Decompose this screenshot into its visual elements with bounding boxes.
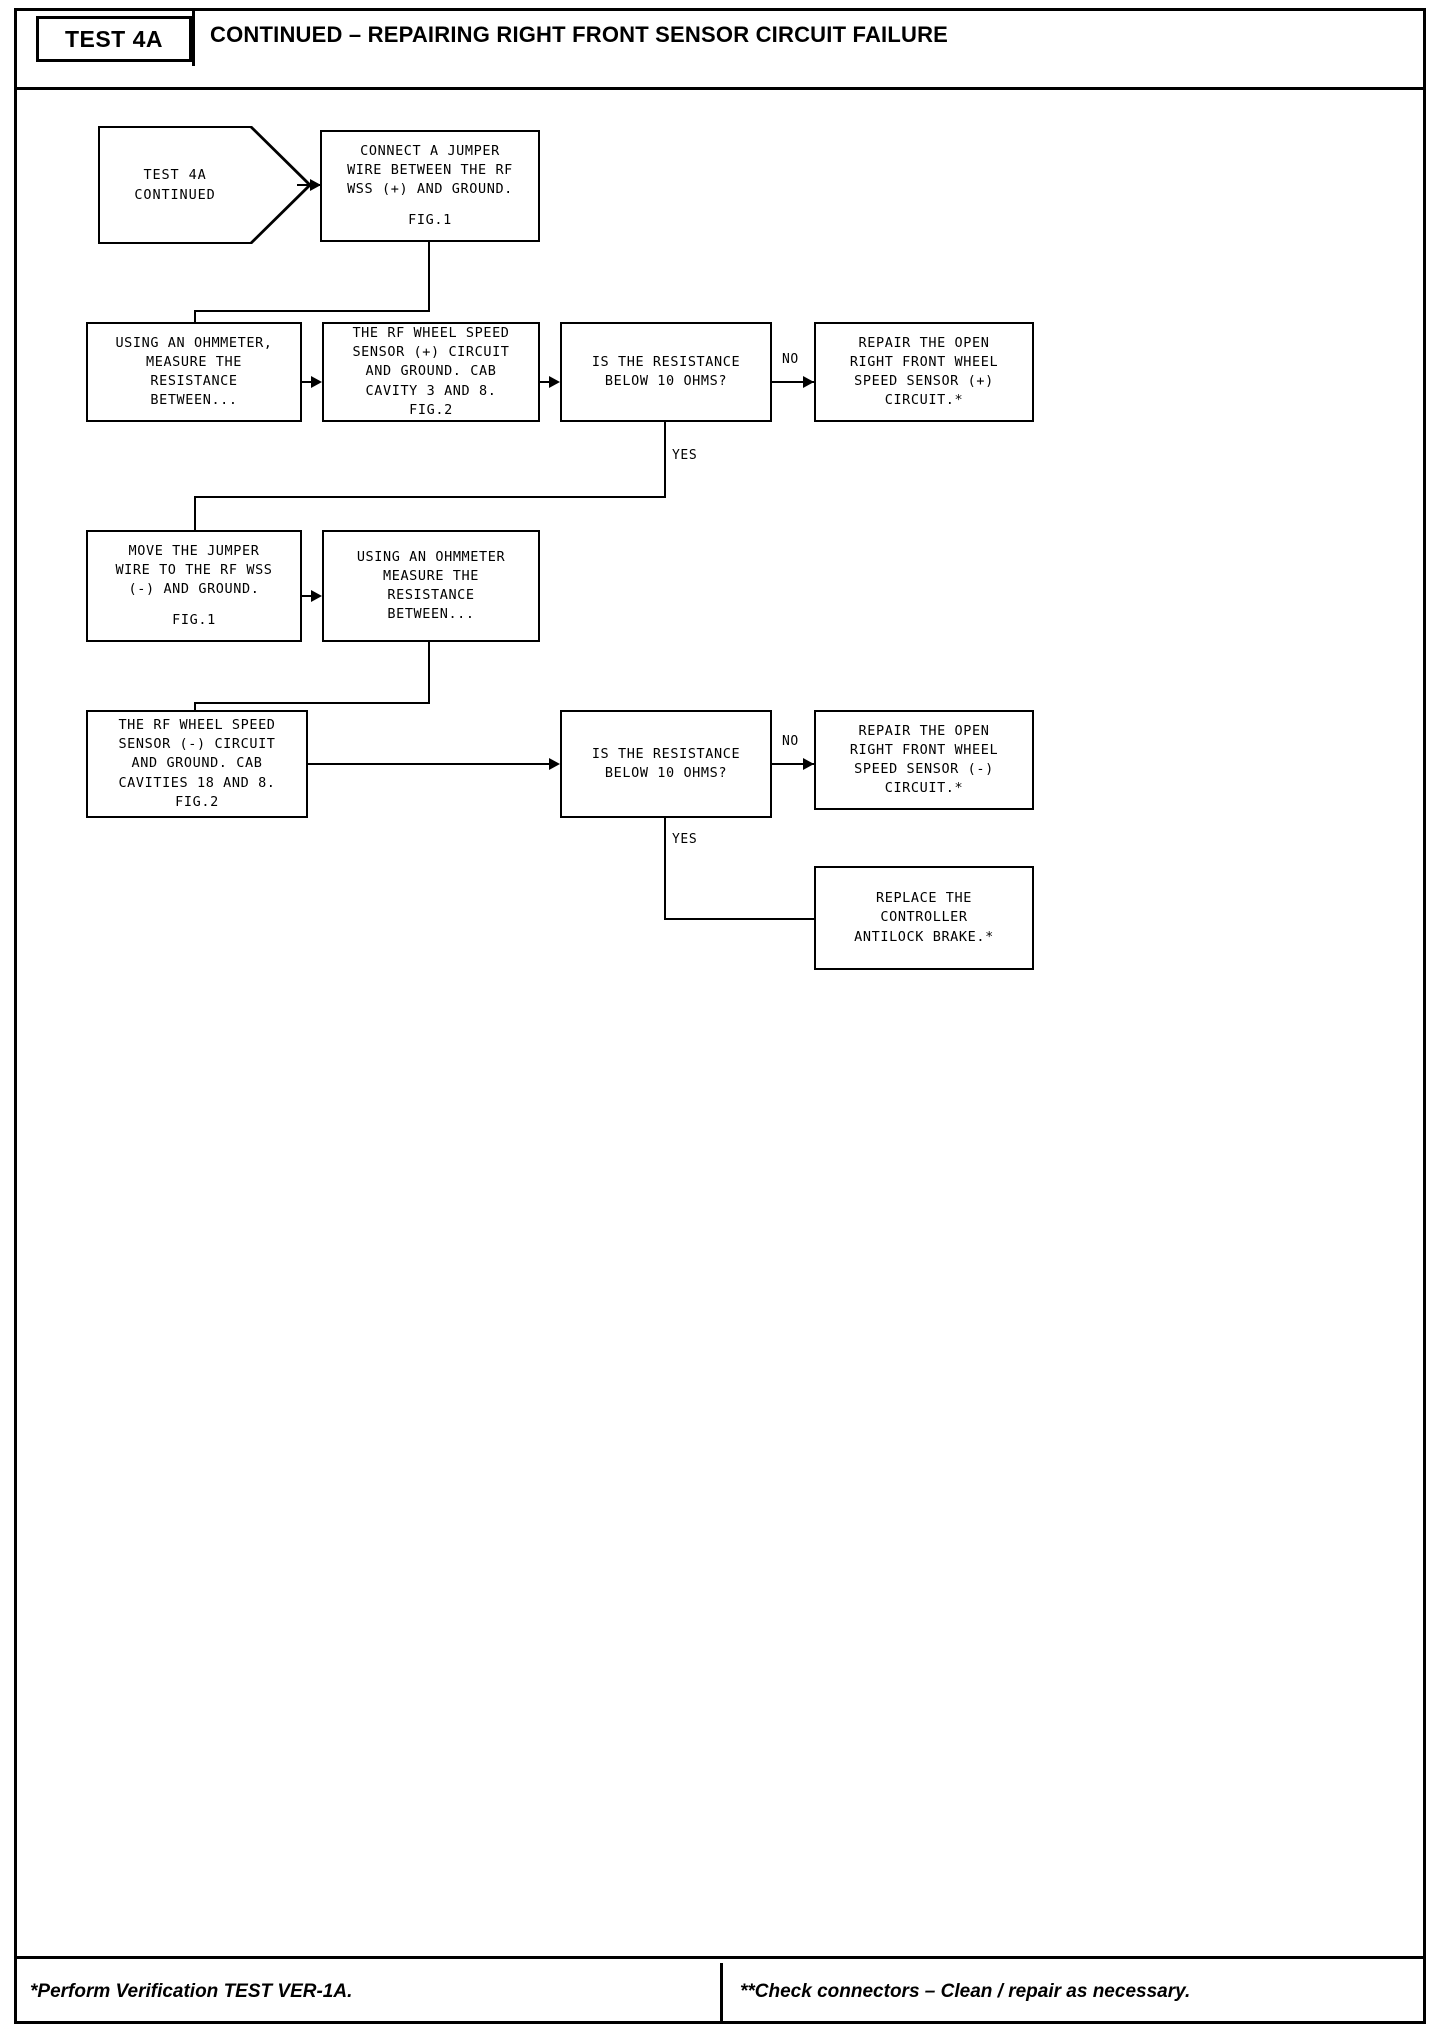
node-start-line-2: CONTINUED — [134, 187, 216, 203]
edge-decision1-yes-down — [664, 422, 666, 498]
node-start-test-4a-continued: TEST 4A CONTINUED — [98, 126, 312, 244]
edge-decision1-yes-left — [194, 496, 666, 498]
node-circuit-neg-line-2: SENSOR (-) CIRCUIT — [118, 736, 276, 753]
node-ohmmeter-1-line-4: BETWEEN... — [150, 392, 238, 409]
node-circuit-neg-line-3: AND GROUND. CAB — [131, 755, 263, 772]
node-repair-neg-line-4: CIRCUIT.* — [884, 780, 964, 797]
node-repair-neg-line-1: REPAIR THE OPEN — [858, 722, 990, 739]
node-ohmmeter-2-line-1: USING AN OHMMETER — [356, 548, 506, 565]
node-repair-pos-line-4: CIRCUIT.* — [884, 392, 964, 409]
node-repair-pos-line-2: RIGHT FRONT WHEEL — [849, 353, 999, 370]
node-move-jumper-line-1: MOVE THE JUMPER — [128, 542, 260, 559]
node-move-jumper-line-3: (-) AND GROUND. — [128, 581, 260, 597]
footer-right-cell: **Check connectors – Clean / repair as n… — [740, 1959, 1400, 2024]
edge-decision2-no-arrowhead — [803, 758, 814, 770]
footer-band: *Perform Verification TEST VER-1A. **Che… — [14, 1956, 1426, 2024]
node-repair-pos-line-1: REPAIR THE OPEN — [858, 334, 990, 351]
node-move-jumper-line-4: FIG.1 — [172, 612, 216, 629]
node-ohmmeter-1-line-3: RESISTANCE — [150, 373, 238, 389]
node-circuit-neg-line-5: FIG.2 — [175, 793, 219, 810]
node-repair-neg-line-3: SPEED SENSOR (-) — [854, 761, 994, 777]
page-title: CONTINUED – REPAIRING RIGHT FRONT SENSOR… — [210, 22, 949, 47]
edge-decision2-no — [772, 763, 814, 765]
node-ohmmeter-measure-1: USING AN OHMMETER, MEASURE THE RESISTANC… — [86, 322, 302, 422]
node-decision-resistance-1: IS THE RESISTANCE BELOW 10 OHMS? — [560, 322, 772, 422]
node-ohmmeter-1-line-1: USING AN OHMMETER, — [115, 334, 273, 351]
node-replace-controller-line-2: CONTROLLER — [880, 909, 968, 926]
node-circuit-pos-line-5: FIG.2 — [409, 401, 453, 418]
node-start-line-1: TEST 4A — [143, 166, 207, 183]
node-circuit-pos-line-2: SENSOR (+) CIRCUIT — [352, 344, 510, 361]
edge-decision1-no — [772, 381, 814, 383]
header-divider — [192, 8, 195, 66]
edge-ohm2-down — [428, 642, 430, 704]
footer-note-connectors: **Check connectors – Clean / repair as n… — [740, 1980, 1191, 2002]
node-ohmmeter-measure-2: USING AN OHMMETER MEASURE THE RESISTANCE… — [322, 530, 540, 642]
node-decision-resistance-2: IS THE RESISTANCE BELOW 10 OHMS? — [560, 710, 772, 818]
node-replace-controller-line-3: ANTILOCK BRAKE.* — [854, 928, 994, 945]
node-circuit-pos-line-3: AND GROUND. CAB — [365, 363, 497, 380]
footer-divider — [720, 1963, 723, 2021]
test-id-box: TEST 4A — [36, 16, 192, 62]
edge-circuitneg-to-decision2-arrowhead — [549, 758, 560, 770]
edge-ohm1-to-circuitpos-arrowhead — [311, 376, 322, 388]
test-id-label: TEST 4A — [64, 25, 164, 52]
edge-start-to-connect-arrowhead — [310, 179, 321, 191]
node-circuit-pos-line-1: THE RF WHEEL SPEED — [352, 325, 510, 342]
node-move-jumper-negative: MOVE THE JUMPER WIRE TO THE RF WSS (-) A… — [86, 530, 302, 642]
edge-label-yes-1: YES — [672, 448, 698, 463]
edge-decision2-yes-right — [664, 918, 816, 920]
footer-left-cell: *Perform Verification TEST VER-1A. — [30, 1959, 720, 2024]
flowchart-canvas: TEST 4A CONTINUED CONNECT A JUMPER WIRE … — [14, 90, 1426, 1956]
node-replace-controller-line-1: REPLACE THE — [875, 890, 972, 907]
node-connect-jumper-line-1: CONNECT A JUMPER — [360, 142, 500, 159]
node-ohmmeter-2-line-2: MEASURE THE — [382, 567, 479, 584]
page-border — [14, 8, 1426, 2024]
edge-circuitpos-to-decision1-arrowhead — [549, 376, 560, 388]
edge-label-no-1: NO — [782, 352, 799, 367]
node-replace-controller-antilock-brake: REPLACE THE CONTROLLER ANTILOCK BRAKE.* — [814, 866, 1034, 970]
edge-connect-down — [428, 242, 430, 312]
edge-circuitneg-to-decision2 — [308, 763, 558, 765]
edge-decision1-no-arrowhead — [803, 376, 814, 388]
edge-connect-left — [194, 310, 430, 312]
node-ohmmeter-2-line-4: BETWEEN... — [387, 606, 475, 623]
edge-label-yes-2: YES — [672, 832, 698, 847]
edge-start-to-connect — [297, 184, 321, 186]
node-repair-open-negative: REPAIR THE OPEN RIGHT FRONT WHEEL SPEED … — [814, 710, 1034, 810]
node-connect-jumper-line-4: FIG.1 — [408, 212, 452, 229]
edge-movejumper-to-ohm2-arrowhead — [311, 590, 322, 602]
edge-ohm2-left — [194, 702, 430, 704]
node-decision-2-line-2: BELOW 10 OHMS? — [604, 765, 728, 781]
node-connect-jumper: CONNECT A JUMPER WIRE BETWEEN THE RF WSS… — [320, 130, 540, 242]
node-decision-2-line-1: IS THE RESISTANCE — [591, 745, 741, 762]
footer-note-verification: *Perform Verification TEST VER-1A. — [30, 1980, 353, 2002]
node-ohmmeter-1-line-2: MEASURE THE — [145, 353, 242, 370]
edge-decision2-yes-down — [664, 818, 666, 920]
node-repair-open-positive: REPAIR THE OPEN RIGHT FRONT WHEEL SPEED … — [814, 322, 1034, 422]
node-rf-circuit-positive: THE RF WHEEL SPEED SENSOR (+) CIRCUIT AN… — [322, 322, 540, 422]
header-band: TEST 4A CONTINUED – REPAIRING RIGHT FRON… — [14, 8, 1426, 90]
node-start-text: TEST 4A CONTINUED — [98, 126, 252, 244]
node-connect-jumper-line-3: WSS (+) AND GROUND. — [347, 181, 513, 197]
node-repair-neg-line-2: RIGHT FRONT WHEEL — [849, 741, 999, 758]
node-circuit-neg-line-4: CAVITIES 18 AND 8. — [118, 774, 276, 791]
node-rf-circuit-negative: THE RF WHEEL SPEED SENSOR (-) CIRCUIT AN… — [86, 710, 308, 818]
node-repair-pos-line-3: SPEED SENSOR (+) — [854, 373, 994, 389]
node-decision-1-line-2: BELOW 10 OHMS? — [604, 373, 728, 389]
node-move-jumper-line-2: WIRE TO THE RF WSS — [115, 561, 273, 578]
node-connect-jumper-line-2: WIRE BETWEEN THE RF — [347, 161, 513, 178]
node-circuit-neg-line-1: THE RF WHEEL SPEED — [118, 717, 276, 734]
edge-label-no-2: NO — [782, 734, 799, 749]
node-decision-1-line-1: IS THE RESISTANCE — [591, 353, 741, 370]
node-ohmmeter-2-line-3: RESISTANCE — [387, 587, 475, 603]
node-circuit-pos-line-4: CAVITY 3 AND 8. — [365, 382, 497, 399]
